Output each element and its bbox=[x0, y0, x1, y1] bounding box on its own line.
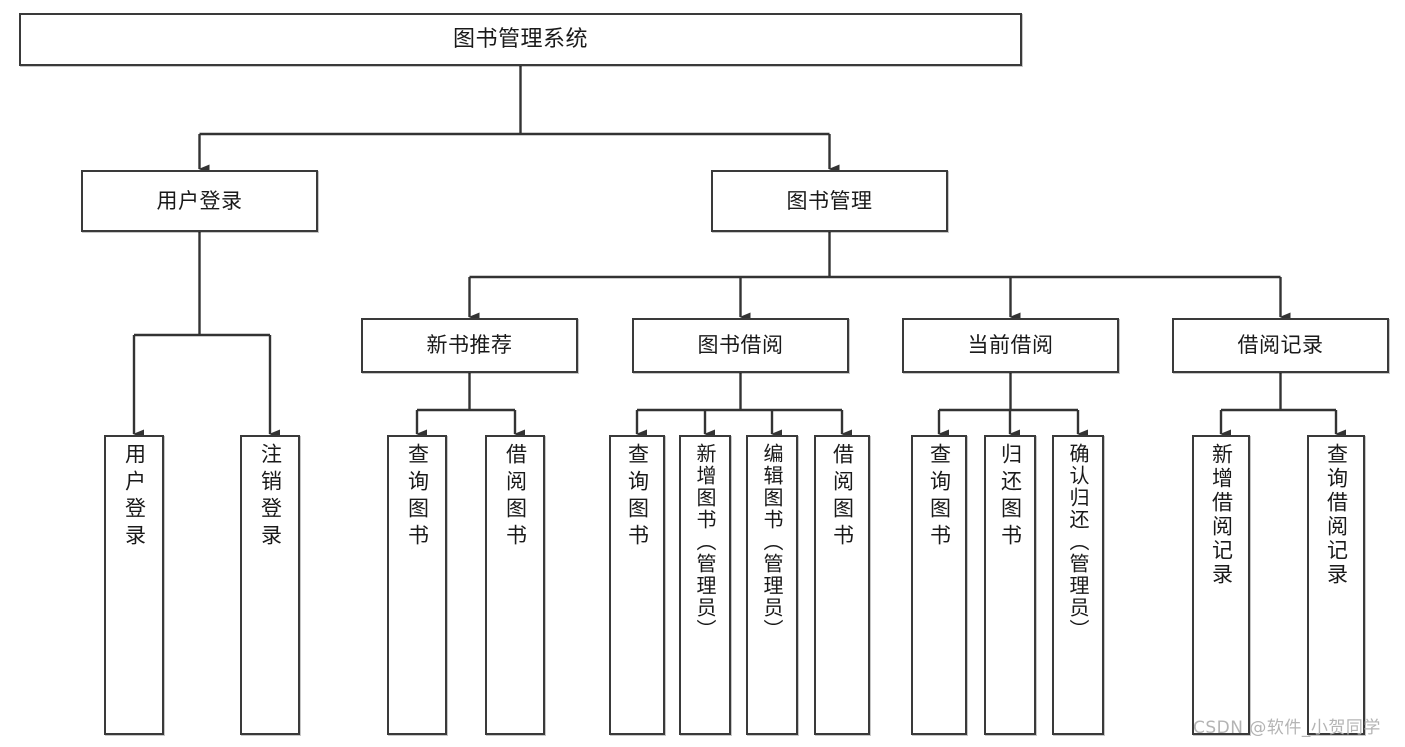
node-leaf-borrow-book-1: 借阅图书 bbox=[485, 435, 545, 735]
node-label: 归还图书 bbox=[998, 443, 1023, 551]
node-label: 新增图书（管理员） bbox=[693, 443, 717, 641]
node-leaf-user-login: 用户登录 bbox=[104, 435, 164, 735]
node-records: 借阅记录 bbox=[1172, 318, 1389, 373]
node-leaf-add-book: 新增图书（管理员） bbox=[679, 435, 731, 735]
node-label: 借阅记录 bbox=[1237, 333, 1324, 358]
node-bookmgmt: 图书管理 bbox=[711, 170, 948, 232]
node-label: 用户登录 bbox=[156, 188, 243, 213]
node-label: 当前借阅 bbox=[967, 333, 1054, 358]
node-leaf-add-record: 新增借阅记录 bbox=[1192, 435, 1250, 735]
node-label: 查询图书 bbox=[405, 443, 430, 551]
node-leaf-query-book-3: 查询图书 bbox=[911, 435, 967, 735]
node-label: 图书借阅 bbox=[697, 333, 784, 358]
node-label: 编辑图书（管理员） bbox=[760, 443, 784, 641]
node-leaf-edit-book: 编辑图书（管理员） bbox=[746, 435, 798, 735]
node-leaf-query-record: 查询借阅记录 bbox=[1307, 435, 1365, 735]
node-login: 用户登录 bbox=[81, 170, 318, 232]
node-label: 注销登录 bbox=[258, 443, 283, 551]
node-label: 图书管理 bbox=[786, 188, 873, 213]
node-label: 图书管理系统 bbox=[452, 26, 588, 52]
node-label: 新书推荐 bbox=[426, 333, 513, 358]
node-label: 查询图书 bbox=[625, 443, 650, 551]
node-label: 确认归还（管理员） bbox=[1066, 443, 1090, 641]
node-label: 查询图书 bbox=[927, 443, 952, 551]
node-leaf-borrow-book-2: 借阅图书 bbox=[814, 435, 870, 735]
csdn-watermark: CSDN @软件_小贺同学 bbox=[1193, 718, 1381, 738]
node-leaf-logout: 注销登录 bbox=[240, 435, 300, 735]
node-label: 查询借阅记录 bbox=[1324, 443, 1349, 587]
node-label: 用户登录 bbox=[122, 443, 147, 551]
node-root: 图书管理系统 bbox=[19, 13, 1022, 66]
node-leaf-query-book-1: 查询图书 bbox=[387, 435, 447, 735]
node-leaf-query-book-2: 查询图书 bbox=[609, 435, 665, 735]
node-borrow: 图书借阅 bbox=[632, 318, 849, 373]
node-newbook: 新书推荐 bbox=[361, 318, 578, 373]
node-label: 借阅图书 bbox=[503, 443, 528, 551]
node-label: 借阅图书 bbox=[830, 443, 855, 551]
node-leaf-return-book: 归还图书 bbox=[984, 435, 1036, 735]
node-label: 新增借阅记录 bbox=[1209, 443, 1234, 587]
node-leaf-confirm-return: 确认归还（管理员） bbox=[1052, 435, 1104, 735]
node-current: 当前借阅 bbox=[902, 318, 1119, 373]
